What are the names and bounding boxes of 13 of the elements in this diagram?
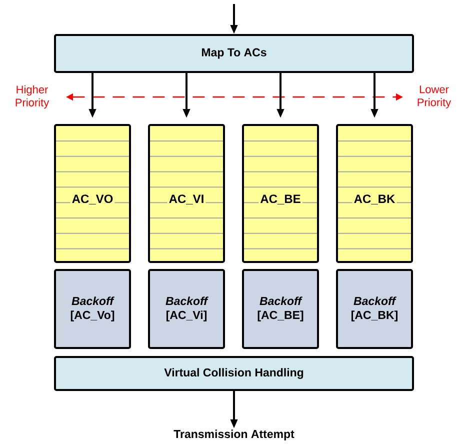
- output-text: Transmission Attempt: [174, 430, 294, 440]
- queue-box: AC_VI: [148, 124, 225, 263]
- queue-box: AC_BE: [242, 124, 319, 263]
- process-box: Virtual Collision Handling: [54, 356, 414, 391]
- priority-label: Higher Priority: [16, 85, 50, 109]
- backoff-box: Backoff [AC_BK]: [336, 268, 413, 349]
- queue-box: AC_VO: [54, 124, 131, 263]
- priority-label: Lower Priority: [418, 86, 452, 108]
- queue-box: AC_BK: [336, 124, 413, 263]
- process-box: Map To ACs: [54, 34, 414, 73]
- backoff-box: Backoff [AC_Vo]: [54, 268, 131, 349]
- backoff-box: Backoff [AC_BE]: [242, 268, 319, 349]
- backoff-box: Backoff [AC_Vi]: [148, 268, 225, 349]
